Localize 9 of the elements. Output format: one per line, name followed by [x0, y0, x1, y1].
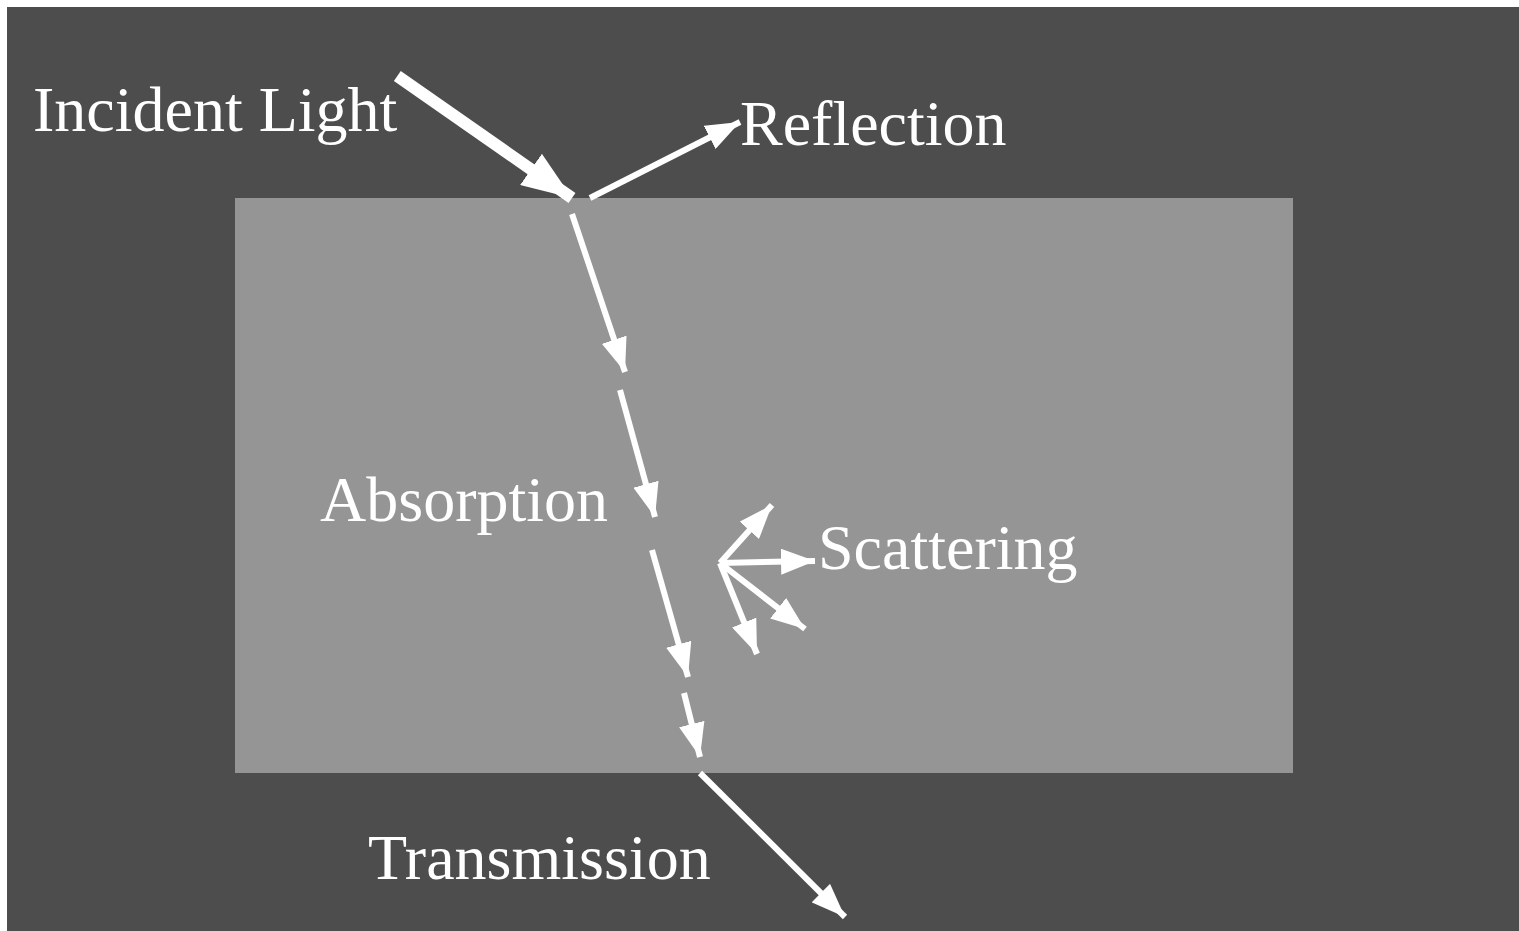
text-label: Incident Light — [33, 76, 398, 144]
arrow — [588, 119, 742, 201]
arrow — [697, 770, 848, 920]
medium-block — [235, 198, 1293, 773]
text-label: Transmission — [368, 824, 711, 892]
arrow — [393, 71, 576, 203]
process-label: Absorption — [320, 466, 608, 534]
text-label: Reflection — [740, 90, 1007, 158]
process-label: Scattering — [818, 514, 1078, 582]
